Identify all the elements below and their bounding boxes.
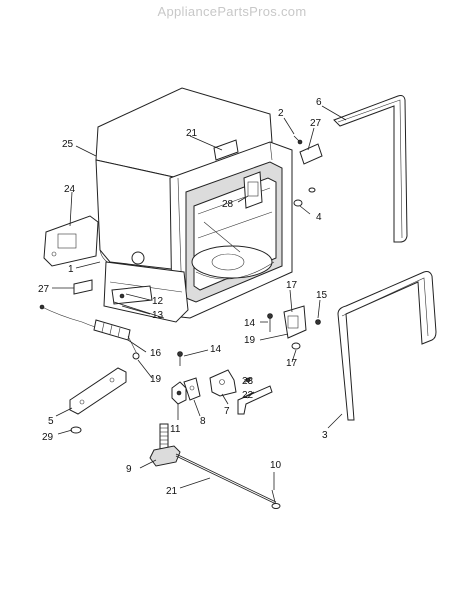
callout-1: 1 [68,264,74,275]
leveling-leg [149,423,181,467]
callout-10: 10 [270,460,282,471]
callout-13: 13 [152,310,164,321]
callout-2: 2 [278,108,284,119]
callout-8: 8 [200,416,206,427]
callout-15: 15 [316,290,328,301]
callout-17: 17 [286,280,298,291]
callout-28: 28 [222,199,234,210]
callout-11: 11 [170,424,181,435]
tub-gasket [337,271,437,421]
callout-4: 4 [316,212,322,223]
callout-14-bottom: 14 [210,344,222,355]
callout-25: 24 [64,184,76,195]
callout-18: 17 [286,358,298,369]
callout-5: 5 [48,416,54,427]
callout-21: 21 [166,486,178,497]
side-clip [73,279,93,295]
callout-23: 22 [242,390,254,401]
callout-27-right: 27 [310,118,322,129]
door-gasket [333,95,408,243]
callout-24: 23 [242,376,254,387]
callout-16: 16 [150,348,162,359]
drain-hose [93,319,131,341]
callout-6: 6 [316,97,322,108]
callout-22: 21 [186,128,198,139]
tub-assembly [43,87,323,323]
callout-26: 25 [62,139,74,150]
callout-27-left: 27 [38,284,50,295]
callout-3: 3 [322,430,328,441]
callout-9: 9 [126,464,132,475]
callout-29: 29 [42,432,54,443]
callout-19: 19 [244,335,256,346]
hinge-bracket [69,367,127,415]
callout-numbers: 25 24 1 27 21 2 6 27 28 4 12 13 16 19 14… [38,97,328,497]
callout-7: 7 [224,406,230,417]
callout-14-right: 14 [244,318,256,329]
callout-20: 19 [150,374,162,385]
leader-lines [52,105,347,490]
watermark: AppliancePartsPros.com [157,4,307,19]
callout-12: 12 [152,296,164,307]
